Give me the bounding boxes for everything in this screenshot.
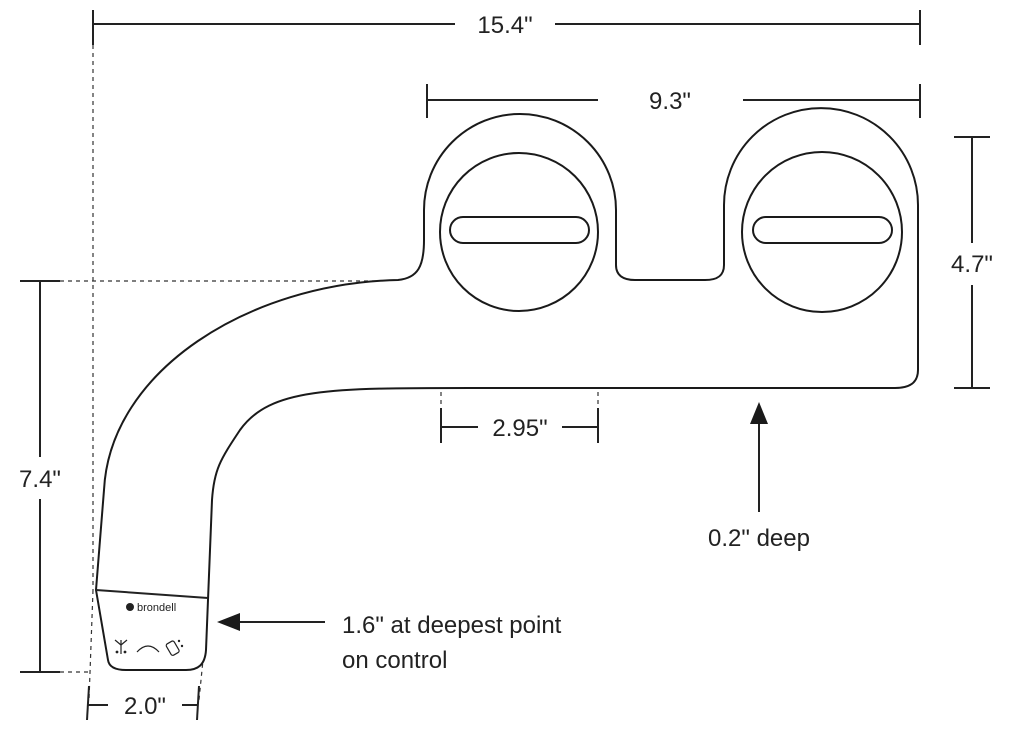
control-panel: brondell (114, 602, 184, 656)
pressure-dial-icon (136, 645, 160, 653)
depth-arrow-annotation: 0.2" deep (708, 402, 810, 552)
control-depth-line2: on control (342, 647, 447, 674)
slot-width-dimension: 2.95" (440, 408, 599, 443)
mount-height-dimension: 4.7" (951, 136, 993, 389)
depth-arrow-head (750, 402, 768, 424)
nozzle-clean-icon (165, 639, 184, 656)
nozzle-left (439, 152, 599, 312)
arm-height-label: 7.4" (19, 466, 61, 493)
depth-note-label: 0.2" deep (708, 525, 810, 552)
nozzle-right-slot (752, 216, 893, 244)
nozzle-span-dimension: 9.3" (426, 84, 921, 118)
spray-mode-icon (114, 639, 128, 654)
control-depth-annotation: 1.6" at deepest point on control (217, 612, 562, 674)
nozzle-span-label: 9.3" (649, 88, 691, 115)
mount-height-label: 4.7" (951, 251, 993, 278)
overall-width-dimension: 15.4" (92, 10, 921, 45)
nozzle-left-slot (449, 216, 590, 244)
nozzle-right (741, 151, 903, 313)
control-panel-divider (95, 589, 209, 599)
control-depth-line1: 1.6" at deepest point (342, 612, 562, 639)
control-width-dimension: 2.0" (86, 685, 200, 721)
slot-width-label: 2.95" (492, 415, 547, 442)
brand-logo-icon (126, 603, 134, 611)
overall-width-label: 15.4" (477, 12, 532, 39)
brand-name: brondell (137, 602, 176, 614)
control-width-label: 2.0" (124, 693, 166, 720)
arm-height-dimension: 7.4" (19, 280, 61, 673)
control-depth-arrow-head (217, 613, 240, 631)
